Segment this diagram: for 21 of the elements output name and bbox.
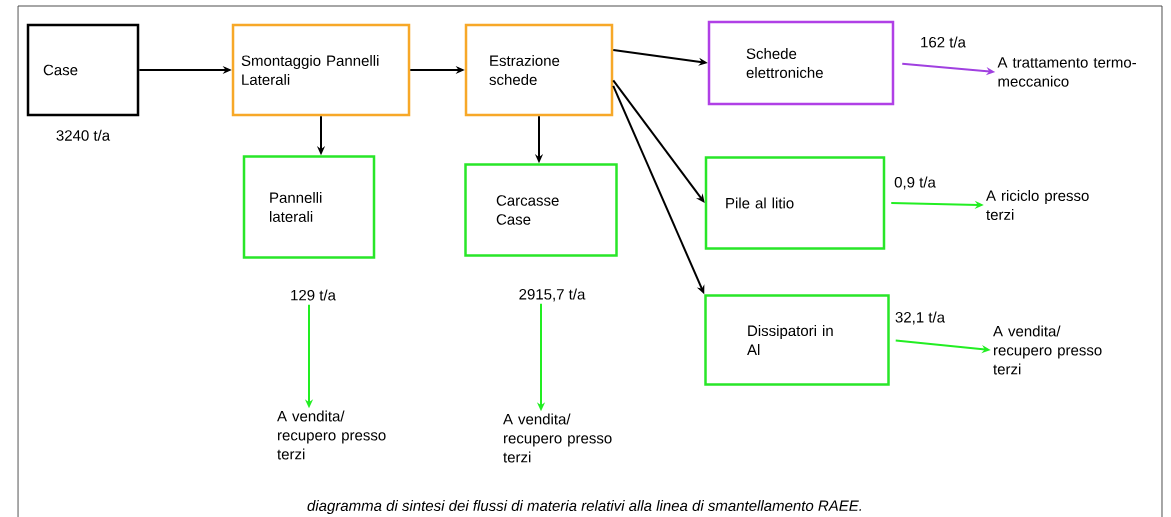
destination-text: A trattamento termo-meccanico xyxy=(997,57,1137,87)
quantity-label: 3240 t/a xyxy=(56,129,111,141)
process-box: Dissipatori in Al xyxy=(704,294,890,386)
process-box: Smontaggio Pannelli Laterali xyxy=(231,23,411,117)
destination-text: A riciclo presso terzi xyxy=(986,190,1089,220)
edge-label: 129 t/a xyxy=(291,289,336,301)
process-box: Schede elettroniche xyxy=(707,20,895,106)
process-box: Case xyxy=(26,23,140,117)
edge-label: 0,9 t/a xyxy=(894,176,936,190)
caption: diagramma di sintesi dei flussi di materia relativi alla linea di smantellamento RAEE. xyxy=(307,500,862,514)
process-box: Pile al litio xyxy=(704,156,886,250)
edge-label: 32,1 t/a xyxy=(895,311,945,325)
process-box: Carcasse Case xyxy=(464,163,618,257)
edge-label: 162 t/a xyxy=(921,36,966,48)
arrow xyxy=(612,79,705,203)
process-box: Pannelli laterali xyxy=(242,155,376,259)
destination-text: A vendita/ recupero presso terzi xyxy=(993,325,1102,375)
destination-text: A vendita/ recupero presso terzi xyxy=(503,413,612,463)
destination-text: A vendita/ recupero presso terzi xyxy=(277,410,386,460)
edge-label: 2915,7 t/a xyxy=(519,288,586,302)
process-box: Estrazione schede xyxy=(464,23,614,117)
